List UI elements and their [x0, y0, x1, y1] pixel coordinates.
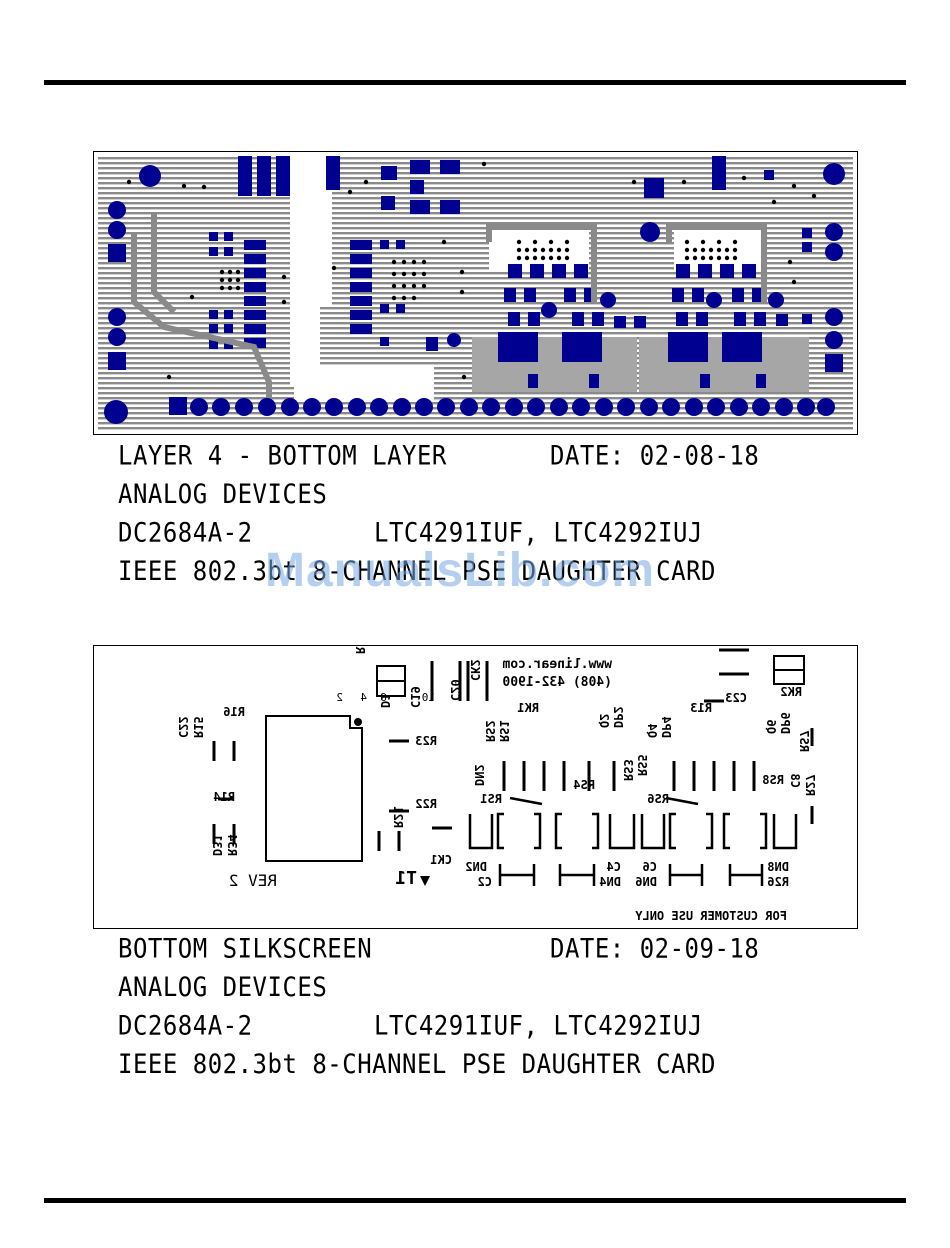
watermark: ManualsLib.com — [265, 544, 656, 597]
ref-rs4: Q2 — [597, 714, 611, 728]
silkscreen-title: BOTTOM SILKSCREEN — [118, 933, 373, 965]
bottom-layer-board — [93, 151, 858, 435]
ref-c22: C22 — [176, 716, 190, 738]
ref-rs1: RS1 — [497, 720, 511, 742]
ref-dn8: C8 — [788, 774, 802, 788]
ref-c6: RS6 — [647, 792, 669, 806]
ref-r27: RS7 — [797, 730, 811, 752]
ref-c2: RS1 — [480, 792, 502, 806]
bottom-rule — [44, 1198, 906, 1203]
top-rule — [44, 80, 906, 85]
ref-rs8: Q6 — [764, 720, 778, 734]
ref-dp6: DN6 — [635, 875, 657, 889]
ref-c4: RS4 — [573, 778, 595, 792]
pin-label-10: 10 — [422, 691, 435, 704]
transformer-label: T1 — [395, 868, 417, 889]
pin-label-2: 2 — [336, 691, 343, 704]
board-id: DC2684A-2 — [118, 517, 253, 549]
layer-title: LAYER 4 - BOTTOM LAYER — [118, 440, 447, 472]
bottom-layer-artwork — [98, 156, 853, 430]
ref-d1: D1 — [378, 694, 392, 708]
silkscreen-date: DATE: 02-09-18 — [550, 933, 760, 965]
ref-rs5: DP4 — [659, 716, 673, 738]
customer-note: FOR CUSTOMER USE ONLY — [635, 909, 787, 923]
part-numbers: LTC4291IUF, LTC4292IUJ — [374, 517, 703, 549]
pin-label-4: 4 — [360, 691, 367, 704]
board-description: IEEE 802.3bt 8-CHANNEL PSE DAUGHTER CARD — [118, 555, 716, 587]
layer-date: DATE: 02-08-18 — [550, 440, 760, 472]
board-id: DC2684A-2 — [118, 1010, 253, 1042]
ref-dn4: RS3 — [621, 759, 635, 781]
part-numbers: LTC4291IUF, LTC4292IUJ — [374, 1010, 703, 1042]
ref-q2: DN2 — [465, 860, 487, 874]
company-name: ANALOG DEVICES — [118, 478, 328, 510]
ref-d31: RK2 — [780, 685, 802, 699]
ref-c23: D31 — [210, 834, 224, 856]
url-label: www.linear.com — [502, 657, 612, 672]
ref-dp2: C2 — [478, 875, 492, 889]
ref-dp4: DN4 — [599, 875, 621, 889]
ref-r13: R34 — [225, 834, 239, 856]
ref-c19: C19 — [408, 686, 422, 708]
ref-q4: C4 — [607, 860, 621, 874]
bottom-silkscreen-board: www.linear.com (408) 432-1900 FOR CUSTOM… — [93, 645, 858, 929]
ref-r24: R24 — [353, 646, 367, 654]
bottom-layer-caption: LAYER 4 - BOTTOM LAYER DATE: 02-08-18 ANA… — [118, 437, 838, 591]
company-name: ANALOG DEVICES — [118, 971, 328, 1003]
ref-r34: C23 — [725, 691, 747, 705]
ref-r23: R23 — [415, 734, 437, 748]
phone-label: (408) 432-1900 — [502, 675, 612, 690]
ref-rs2: RS2 — [483, 720, 497, 742]
board-description: IEEE 802.3bt 8-CHANNEL PSE DAUGHTER CARD — [118, 1048, 716, 1080]
ref-r21: R21 — [391, 806, 405, 828]
ref-r14: R14 — [213, 790, 235, 804]
ref-c20: C20 — [448, 679, 462, 701]
bottom-silkscreen-caption: BOTTOM SILKSCREEN DATE: 02-09-18 ANALOG D… — [118, 930, 838, 1084]
ref-dn2: DN2 — [472, 764, 486, 786]
ref-q8: DN8 — [767, 860, 789, 874]
ref-ck1: CK1 — [430, 853, 452, 867]
ref-q6: C6 — [643, 860, 657, 874]
ref-rs3: DP2 — [611, 706, 625, 728]
rev-label: REV 2 — [229, 871, 277, 890]
ref-ck2: CK2 — [468, 659, 482, 681]
ref-rs7: DP6 — [778, 712, 792, 734]
ref-rk1: RK1 — [517, 701, 539, 715]
ref-r26: R27 — [803, 774, 817, 796]
ref-r15: R15 — [191, 716, 205, 738]
ref-dp8: R26 — [767, 875, 789, 889]
ref-r22: R22 — [415, 797, 437, 811]
ref-rk2: R13 — [690, 701, 712, 715]
ref-r16: R16 — [223, 705, 245, 719]
ref-c8: RS8 — [762, 773, 784, 787]
ref-rs6: Q4 — [645, 724, 659, 738]
ref-dn6: RS5 — [635, 754, 649, 776]
pin-label-6: 6 — [380, 691, 387, 704]
bottom-silkscreen-artwork: www.linear.com (408) 432-1900 FOR CUSTOM… — [176, 646, 817, 923]
